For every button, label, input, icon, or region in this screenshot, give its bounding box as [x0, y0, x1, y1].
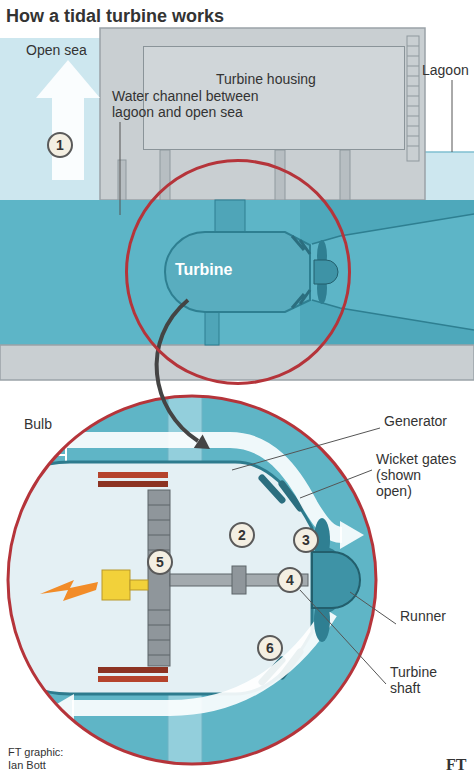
part-label: Wicket gates (shown open) — [376, 451, 460, 499]
leader-lines — [120, 80, 452, 684]
callout-circle-shape — [48, 133, 72, 157]
callout-circle: 6 — [257, 635, 283, 661]
wicket-gates-small — [292, 236, 310, 308]
node-label: Turbine housing — [216, 71, 396, 88]
electrical-unit — [102, 570, 130, 600]
part-label: Lagoon — [422, 62, 469, 78]
water-flow-in — [20, 440, 342, 535]
ladder — [407, 36, 419, 161]
callout-number: 2 — [238, 527, 246, 543]
magnifier-circle: Turbine — [125, 159, 351, 385]
callout-circle-shape — [148, 550, 172, 574]
support-post — [340, 150, 350, 200]
open-sea-water — [0, 38, 100, 200]
callout-number: 3 — [302, 532, 310, 548]
channel-floor — [0, 345, 474, 380]
lagoon-surface — [425, 151, 474, 153]
zoom-arrow — [157, 300, 198, 441]
shaft-bearing — [232, 566, 246, 594]
flow-arrow — [36, 60, 100, 180]
support-post — [275, 150, 285, 200]
draft-tube-wall — [300, 200, 474, 244]
callout-number: 4 — [286, 572, 294, 588]
generator-stator — [98, 472, 168, 478]
callout-number: 6 — [266, 640, 274, 656]
support-post — [118, 160, 126, 200]
logo-mark: FT — [446, 757, 466, 773]
part-label: Open sea — [26, 42, 87, 58]
callout-circle: 4 — [277, 567, 303, 593]
callout-circle: 3 — [293, 527, 319, 553]
generator-rotor — [148, 490, 170, 666]
callout-circle-shape — [230, 523, 254, 547]
callout-circle: 1 — [47, 132, 73, 158]
part-label: Runner — [400, 608, 446, 624]
generator-stator — [98, 481, 168, 487]
detail-ring — [8, 396, 376, 764]
runner-hub — [314, 260, 338, 284]
ring-circle — [127, 161, 350, 384]
water-flow-head — [340, 521, 364, 549]
generator-stator — [98, 676, 168, 682]
rotor-stripes — [148, 505, 170, 655]
turbine-pier — [215, 200, 245, 234]
zoom-arrow-head — [194, 435, 210, 449]
credit-note: FT graphic: Ian Bott — [8, 746, 72, 772]
ring-outline — [125, 159, 351, 385]
runner-hub — [312, 552, 360, 608]
electrical-unit — [130, 580, 148, 590]
lagoon-water — [425, 152, 474, 200]
part-label: Generator — [384, 413, 447, 429]
part-label: Water channel between lagoon and open se… — [112, 88, 282, 120]
generator-stator — [98, 667, 168, 673]
water-channel — [0, 200, 474, 345]
callout-circle: 2 — [229, 522, 255, 548]
callout-number: 1 — [56, 137, 64, 153]
callout-circle-shape — [278, 568, 302, 592]
water-flow-out — [72, 612, 330, 708]
part-label: Bulb — [24, 416, 52, 432]
turbine-support — [205, 310, 219, 345]
ladder-rungs — [407, 46, 419, 146]
barrage-structure — [100, 28, 425, 200]
part-label: Turbine shaft — [390, 664, 452, 696]
callout-circle-shape — [294, 528, 318, 552]
callout-number: 5 — [156, 554, 164, 570]
node-label: Turbine — [175, 260, 265, 279]
callout-circle: 5 — [147, 549, 173, 575]
diagram-title: How a tidal turbine works — [6, 5, 224, 27]
bulb-casing — [0, 462, 312, 694]
power-bolt — [40, 580, 98, 601]
callout-circle-shape — [258, 636, 282, 660]
draft-tube-outline — [312, 214, 474, 330]
